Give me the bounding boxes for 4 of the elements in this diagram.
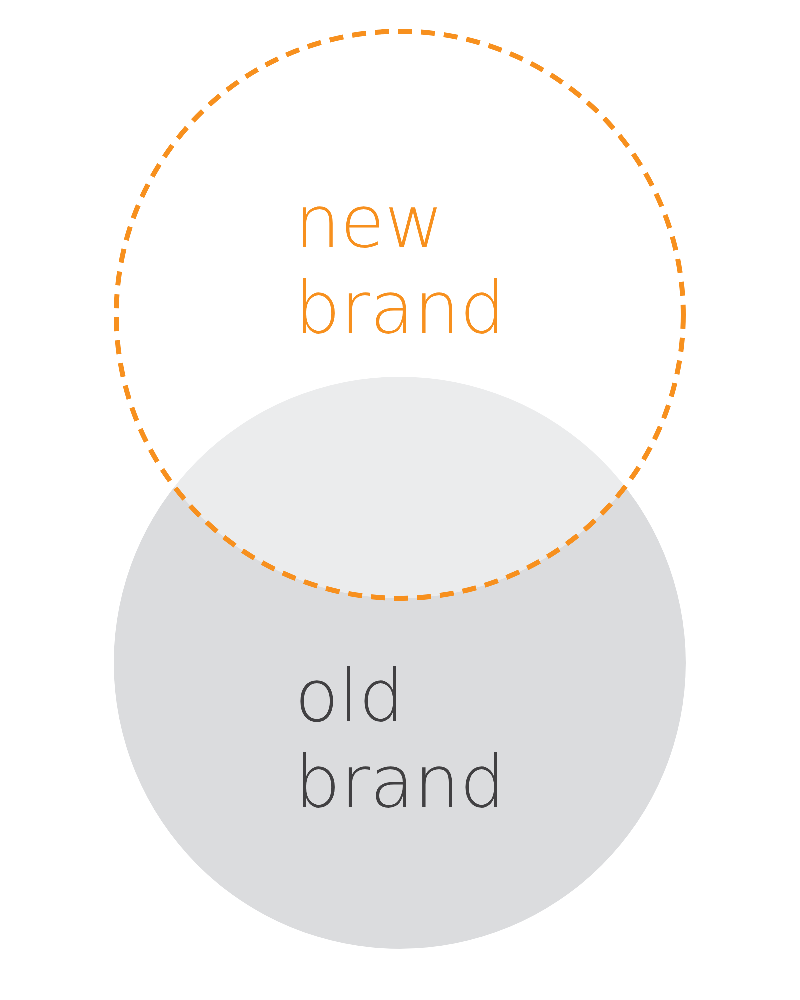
dashed-circle xyxy=(114,29,686,601)
filled-circle xyxy=(114,377,686,949)
circle-label: old brand xyxy=(295,653,506,825)
circle-label: new brand xyxy=(295,179,506,351)
